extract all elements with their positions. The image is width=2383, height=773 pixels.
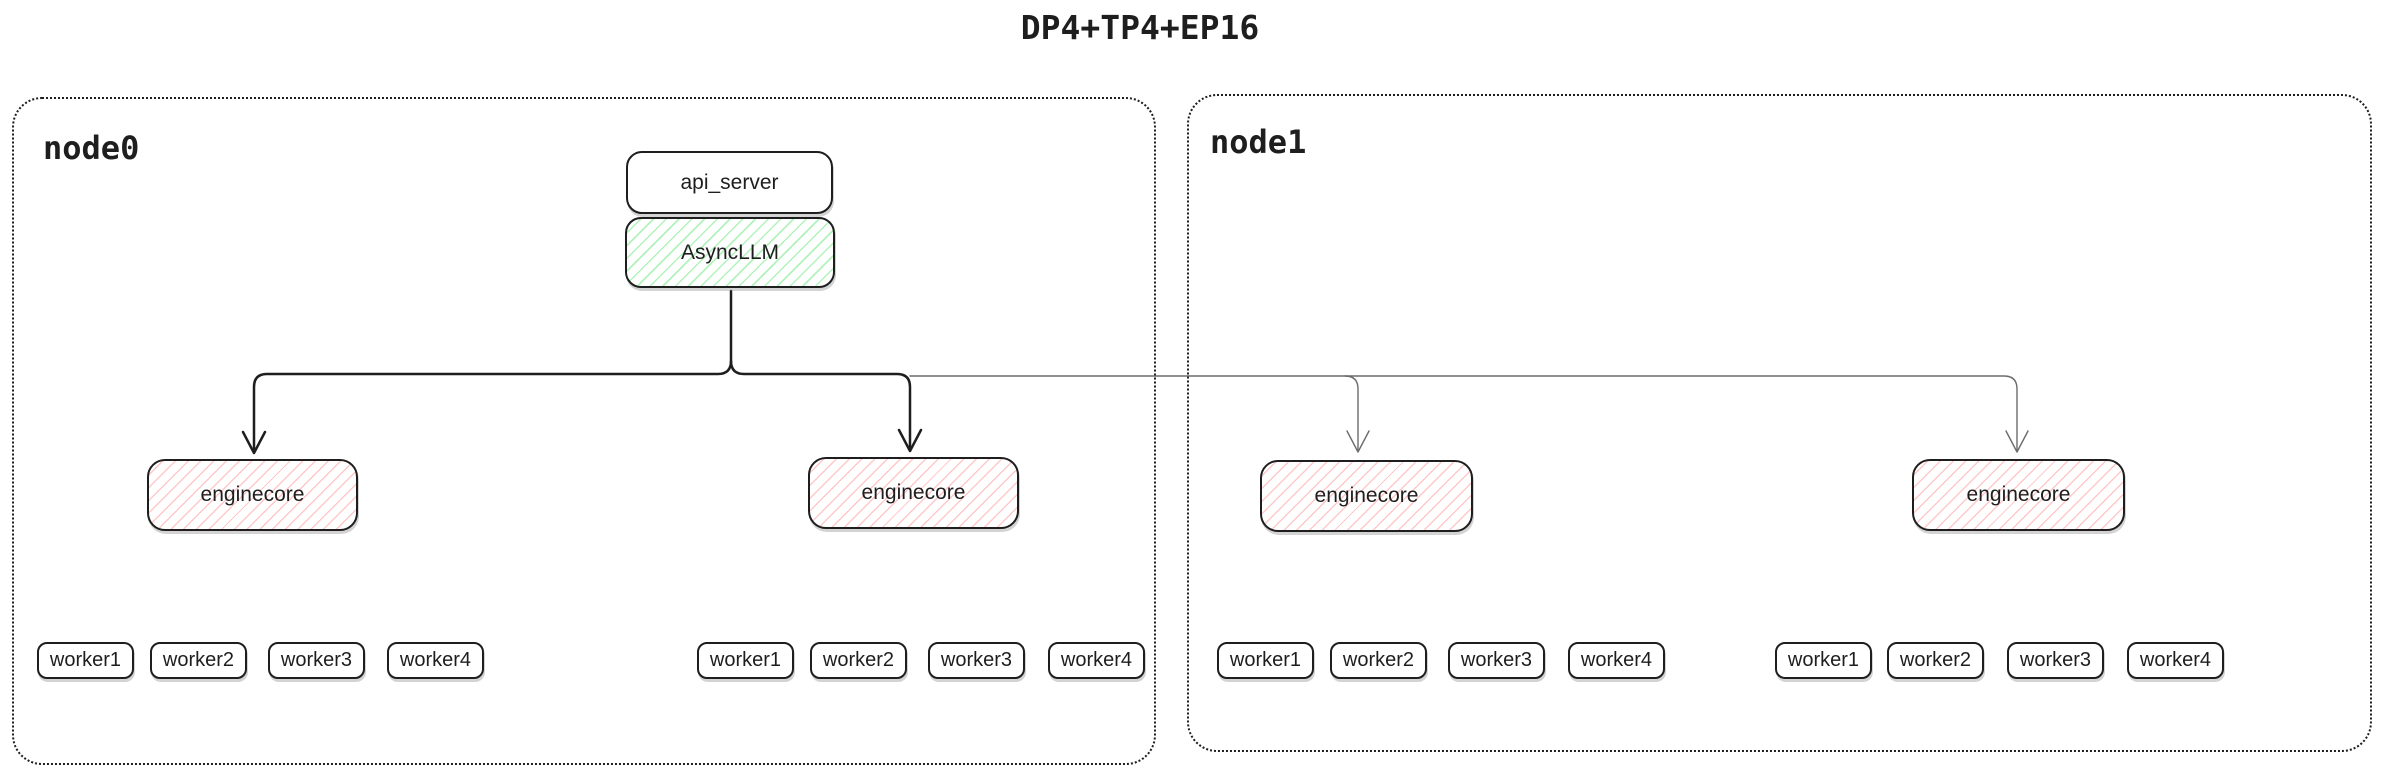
worker-box: worker2: [1887, 642, 1984, 679]
asyncllm-label: AsyncLLM: [680, 240, 780, 264]
enginecore-label: enginecore: [861, 481, 966, 504]
worker-label: worker3: [2019, 649, 2092, 671]
worker-box: worker3: [928, 642, 1025, 679]
api-server-label: api_server: [680, 170, 779, 194]
diagram-title: DP4+TP4+EP16: [1020, 8, 1260, 47]
worker-label: worker4: [1580, 649, 1653, 671]
worker-box: worker4: [1568, 642, 1665, 679]
worker-label: worker1: [49, 649, 122, 671]
worker-box: worker1: [1217, 642, 1314, 679]
worker-label: worker3: [280, 649, 353, 671]
worker-label: worker1: [1229, 649, 1302, 671]
api-server-box: api_server: [626, 151, 833, 214]
worker-box: worker3: [1448, 642, 1545, 679]
worker-label: worker4: [1060, 649, 1133, 671]
worker-label: worker1: [709, 649, 782, 671]
node1-label: node1: [1210, 123, 1307, 161]
enginecore-box-node0-2: enginecore: [808, 457, 1019, 529]
enginecore-box-node1-2: enginecore: [1912, 459, 2125, 531]
worker-label: worker4: [399, 649, 472, 671]
enginecore-box-node0-1: enginecore: [147, 459, 358, 531]
worker-label: worker3: [940, 649, 1013, 671]
worker-label: worker2: [1899, 649, 1972, 671]
worker-label: worker2: [162, 649, 235, 671]
worker-box: worker1: [1775, 642, 1872, 679]
worker-label: worker2: [822, 649, 895, 671]
worker-box: worker2: [810, 642, 907, 679]
worker-box: worker2: [1330, 642, 1427, 679]
worker-box: worker4: [2127, 642, 2224, 679]
enginecore-label: enginecore: [1966, 483, 2071, 506]
worker-box: worker4: [387, 642, 484, 679]
worker-label: worker3: [1460, 649, 1533, 671]
enginecore-label: enginecore: [200, 483, 305, 506]
worker-box: worker3: [2007, 642, 2104, 679]
worker-box: worker1: [697, 642, 794, 679]
worker-box: worker1: [37, 642, 134, 679]
worker-label: worker4: [2139, 649, 2212, 671]
enginecore-box-node1-1: enginecore: [1260, 460, 1473, 532]
worker-label: worker2: [1342, 649, 1415, 671]
worker-box: worker4: [1048, 642, 1145, 679]
worker-box: worker3: [268, 642, 365, 679]
node0-label: node0: [43, 129, 140, 167]
enginecore-label: enginecore: [1314, 484, 1419, 507]
worker-box: worker2: [150, 642, 247, 679]
asyncllm-box: AsyncLLM: [625, 217, 835, 288]
worker-label: worker1: [1787, 649, 1860, 671]
